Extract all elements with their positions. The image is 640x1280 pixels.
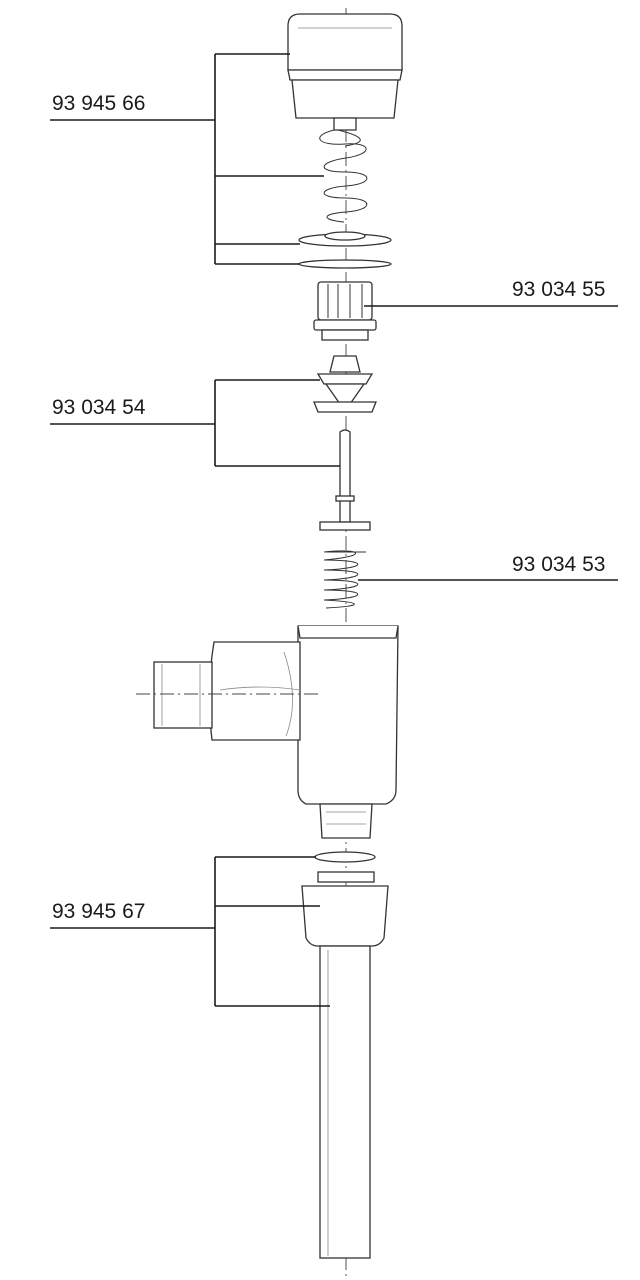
label-valve-assembly: 93 034 54 [52,396,146,419]
cartridge-part [313,281,377,341]
top-cap-part [287,13,403,119]
label-pipe-assembly: 93 945 67 [52,900,145,923]
lower-oring-part [314,851,376,863]
washer-plate-part [298,231,392,269]
valve-head-part [313,355,377,413]
outlet-pipe-part [319,945,371,1259]
leader-lines [50,53,618,1007]
label-cap-assembly: 93 945 66 [52,92,145,115]
upper-spring-part [319,117,368,223]
valve-body-part [136,625,399,839]
valve-stem-part [319,429,371,531]
label-lower-spring: 93 034 53 [512,553,605,576]
label-cartridge: 93 034 55 [512,278,605,301]
lower-spring-part [323,550,366,609]
pipe-nut-part [301,871,389,947]
